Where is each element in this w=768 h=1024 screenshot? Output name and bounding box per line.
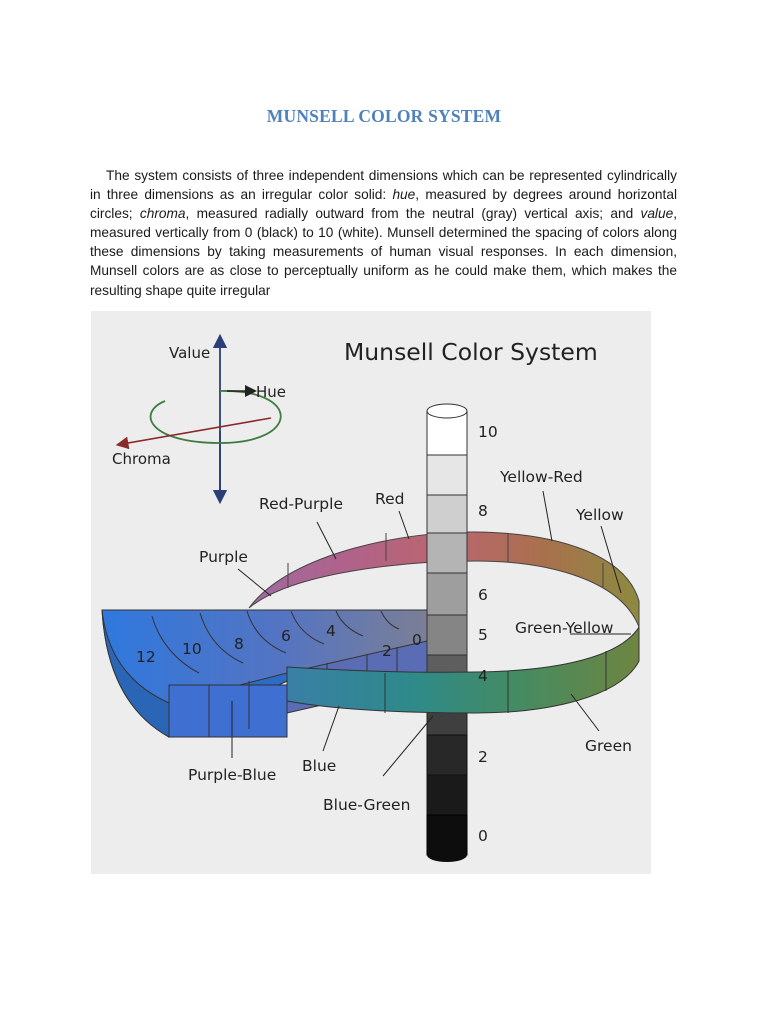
hue-ring-front [286, 625, 640, 714]
chroma-axis-arrow [115, 417, 272, 450]
hue-label-yellow: Yellow [575, 506, 624, 524]
munsell-diagram-figure: Munsell Color System Value Hue Chroma [91, 311, 651, 874]
paragraph-text: , measured by degrees around horizontal … [90, 187, 677, 222]
body-paragraph: The system consists of three independent… [90, 166, 677, 300]
chroma-label-2: 2 [382, 642, 392, 660]
hue-label-green-yellow: Green-Yellow [515, 619, 614, 637]
chroma-term: chroma [139, 206, 186, 222]
value-label-0: 0 [478, 827, 488, 845]
chroma-label-4: 4 [326, 622, 336, 640]
hue-label-blue-green: Blue-Green [323, 796, 410, 814]
value-label-6: 6 [478, 586, 488, 604]
hue-label-yellow-red: Yellow-Red [499, 468, 583, 486]
hue-ring-arrow [149, 390, 282, 444]
value-label-8: 8 [478, 502, 488, 520]
paragraph-text: , measured radially outward from the neu… [185, 206, 641, 222]
paragraph-text: , measured vertically from 0 (black) to … [90, 206, 678, 298]
value-label-4: 4 [478, 667, 488, 685]
value-label-10: 10 [478, 423, 498, 441]
chroma-label-10: 10 [182, 640, 202, 658]
chroma-label-0: 0 [412, 631, 422, 649]
chroma-label-8: 8 [234, 635, 244, 653]
axes-legend: Value Hue Chroma [112, 333, 286, 505]
leader-lines [231, 490, 631, 777]
hue-label-green: Green [585, 737, 632, 755]
value-legend-label: Value [169, 344, 210, 362]
chroma-label-6: 6 [281, 627, 291, 645]
chroma-label-12: 12 [136, 648, 156, 666]
chroma-legend-label: Chroma [112, 450, 171, 468]
munsell-diagram: Munsell Color System Value Hue Chroma [101, 333, 640, 862]
hue-label-purple: Purple [199, 548, 248, 566]
hue-label-red: Red [375, 490, 404, 508]
value-cylinder [426, 403, 468, 862]
hue-term: hue [392, 187, 416, 203]
hue-ring-back [248, 531, 640, 628]
value-label-2: 2 [478, 748, 488, 766]
hue-label-purple-blue: Purple-Blue [188, 766, 276, 784]
paragraph-text: The system consists of three independent… [90, 168, 677, 203]
value-term: value [640, 206, 674, 222]
figure-title: Munsell Color System [344, 338, 598, 366]
hue-label-red-purple: Red-Purple [259, 495, 343, 513]
page-title: MUNSELL COLOR SYSTEM [266, 106, 502, 126]
hue-legend-label: Hue [256, 383, 286, 401]
value-label-5: 5 [478, 626, 488, 644]
hue-label-blue: Blue [302, 757, 336, 775]
